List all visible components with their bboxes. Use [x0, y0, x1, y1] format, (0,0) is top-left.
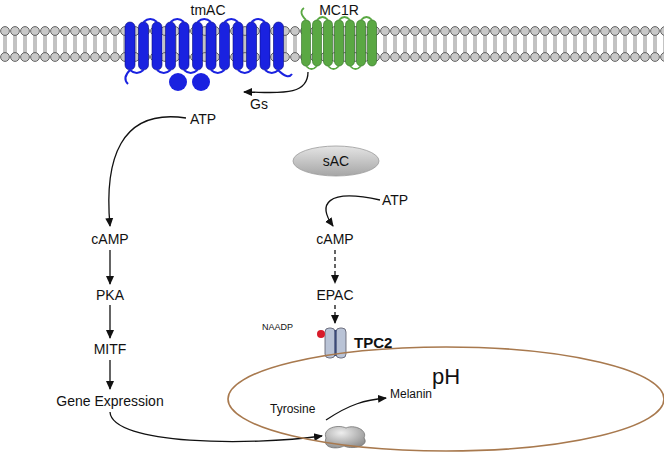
- pathway-label: Tyrosine: [270, 403, 315, 417]
- helix: [125, 22, 135, 70]
- dashed-arrow: [334, 305, 335, 323]
- helix: [233, 22, 243, 70]
- helix: [179, 22, 189, 70]
- pore: [335, 330, 337, 356]
- helix: [139, 22, 149, 70]
- tail: [301, 8, 306, 20]
- catalytic-domain: [192, 73, 210, 91]
- channel-subunit: [325, 328, 335, 358]
- node-label: MC1R: [319, 2, 359, 18]
- node-label: sAC: [323, 153, 349, 169]
- pathway-arrows: [109, 117, 386, 442]
- helix: [206, 22, 216, 70]
- helix: [260, 22, 270, 70]
- tail: [125, 70, 130, 84]
- helix: [302, 20, 311, 66]
- mc1r-receptor: MC1R: [298, 0, 380, 72]
- helix: [357, 20, 366, 66]
- helix: [368, 20, 377, 66]
- naadp-dot: [317, 330, 325, 338]
- loop: [306, 66, 317, 69]
- curved-arrow: [326, 398, 386, 420]
- loop: [130, 70, 144, 73]
- helix: [324, 20, 333, 66]
- helix: [166, 22, 176, 70]
- helix: [274, 22, 284, 70]
- pathway-label: Melanin: [390, 388, 432, 402]
- sac-ellipse: sAC: [292, 145, 380, 177]
- dashed-arrow: [334, 250, 335, 283]
- helix: [346, 20, 355, 66]
- ellipse: [293, 146, 379, 176]
- tmac-protein: tmAC: [120, 0, 296, 94]
- loop: [265, 70, 279, 73]
- connector: [244, 72, 308, 93]
- pathway-label: PKA: [96, 287, 124, 303]
- pathway-label: EPAC: [316, 287, 353, 303]
- edge-label: Gs: [248, 96, 270, 112]
- helix: [247, 22, 257, 70]
- loop: [238, 70, 252, 73]
- loop: [225, 19, 239, 22]
- pathway-label: ATP: [382, 192, 408, 208]
- loop: [252, 19, 266, 22]
- arrow: [109, 360, 110, 389]
- pathway-label: cAMP: [91, 231, 128, 247]
- helix: [313, 20, 322, 66]
- catalytic-domain: [169, 73, 187, 91]
- pathway-label: ATP: [190, 111, 216, 127]
- loop: [328, 66, 339, 69]
- node-label: pH: [432, 364, 460, 389]
- helix: [335, 20, 344, 66]
- curved-arrow: [109, 117, 186, 226]
- curved-arrow: [326, 196, 380, 226]
- loop: [184, 70, 198, 73]
- node-label: NAADP: [262, 322, 293, 332]
- arrow: [109, 250, 110, 284]
- edge-layer: [244, 72, 308, 93]
- lysosome: pH: [226, 344, 664, 452]
- node-label: tmAC: [191, 2, 226, 18]
- loop: [144, 19, 158, 22]
- helix: [152, 22, 162, 70]
- pathway-label: cAMP: [316, 231, 353, 247]
- helix: [220, 22, 230, 70]
- organelle-outline: [228, 347, 664, 451]
- loop: [171, 19, 185, 22]
- tail: [278, 70, 292, 76]
- loop: [198, 19, 212, 22]
- helix: [193, 22, 203, 70]
- pathway-label: Gene Expression: [56, 393, 163, 409]
- loop: [361, 17, 372, 20]
- pathway-label: MITF: [94, 341, 127, 357]
- loop: [157, 70, 171, 73]
- arrow: [109, 305, 110, 338]
- tpc2-channel: NAADPTPC2: [262, 322, 402, 362]
- loop: [350, 66, 361, 69]
- curved-arrow: [110, 412, 322, 442]
- loop: [211, 70, 225, 73]
- node-shape: [226, 344, 664, 452]
